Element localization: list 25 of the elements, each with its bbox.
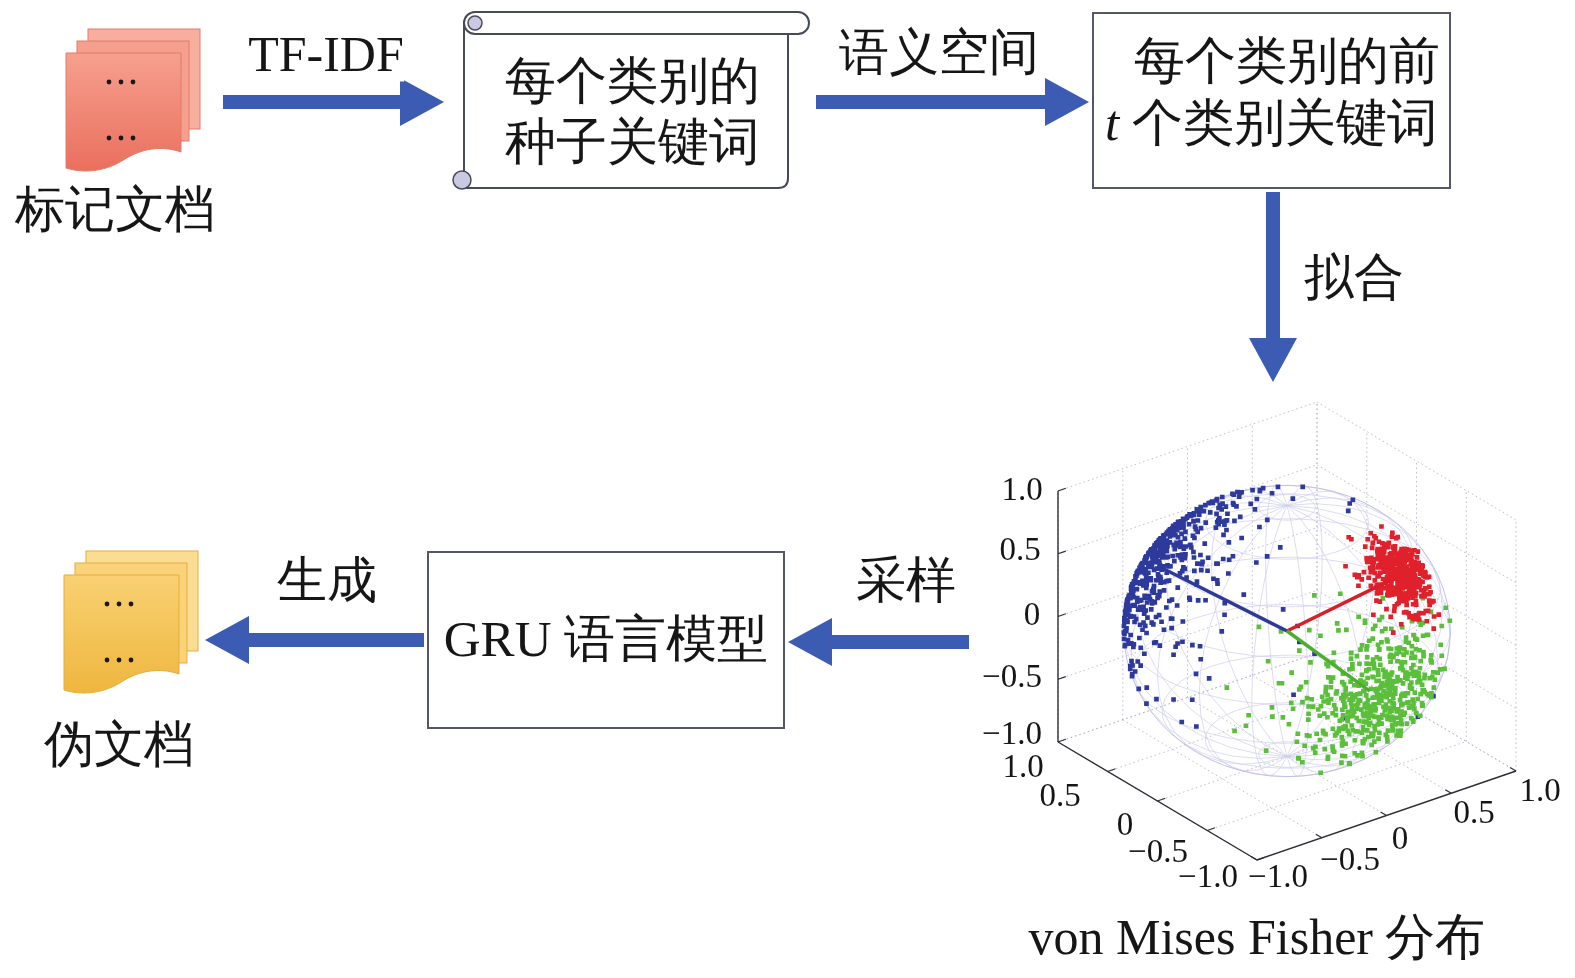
axis-tick-label: 1.0 [1519,773,1561,807]
edge-label: 拟合 [1304,249,1404,305]
process-box [1092,12,1451,189]
axis-tick-label: 0.5 [1453,795,1495,829]
axis-tick-label: 0.5 [999,532,1041,566]
axis-tick-label: −1.0 [982,716,1042,750]
process-box [427,551,785,729]
axis-tick-label: −1.0 [1248,859,1308,893]
node-label: von Mises Fisher 分布 [1028,909,1486,967]
axis-tick-label: 0 [1116,807,1134,841]
axis-tick-label: 0 [1023,597,1041,631]
arrow [223,78,444,126]
node-label: 伪文档 [44,717,194,772]
axis-tick-label: 0 [1391,821,1409,855]
step-label: 每个类别的前 t 个类别关键词 [1104,32,1441,153]
arrow [1249,192,1297,382]
step-label: 每个类别的种子关键词 [503,51,761,172]
axis-tick-label: −0.5 [982,659,1042,693]
axis-tick-label: 1.0 [1001,472,1043,506]
arrow [205,616,424,664]
node-label: 标记文档 [15,182,215,237]
axis-tick-label: −0.5 [1320,842,1380,876]
arrow [788,618,969,666]
step-label: GRU 语言模型 [443,610,769,670]
arrow [816,78,1089,126]
